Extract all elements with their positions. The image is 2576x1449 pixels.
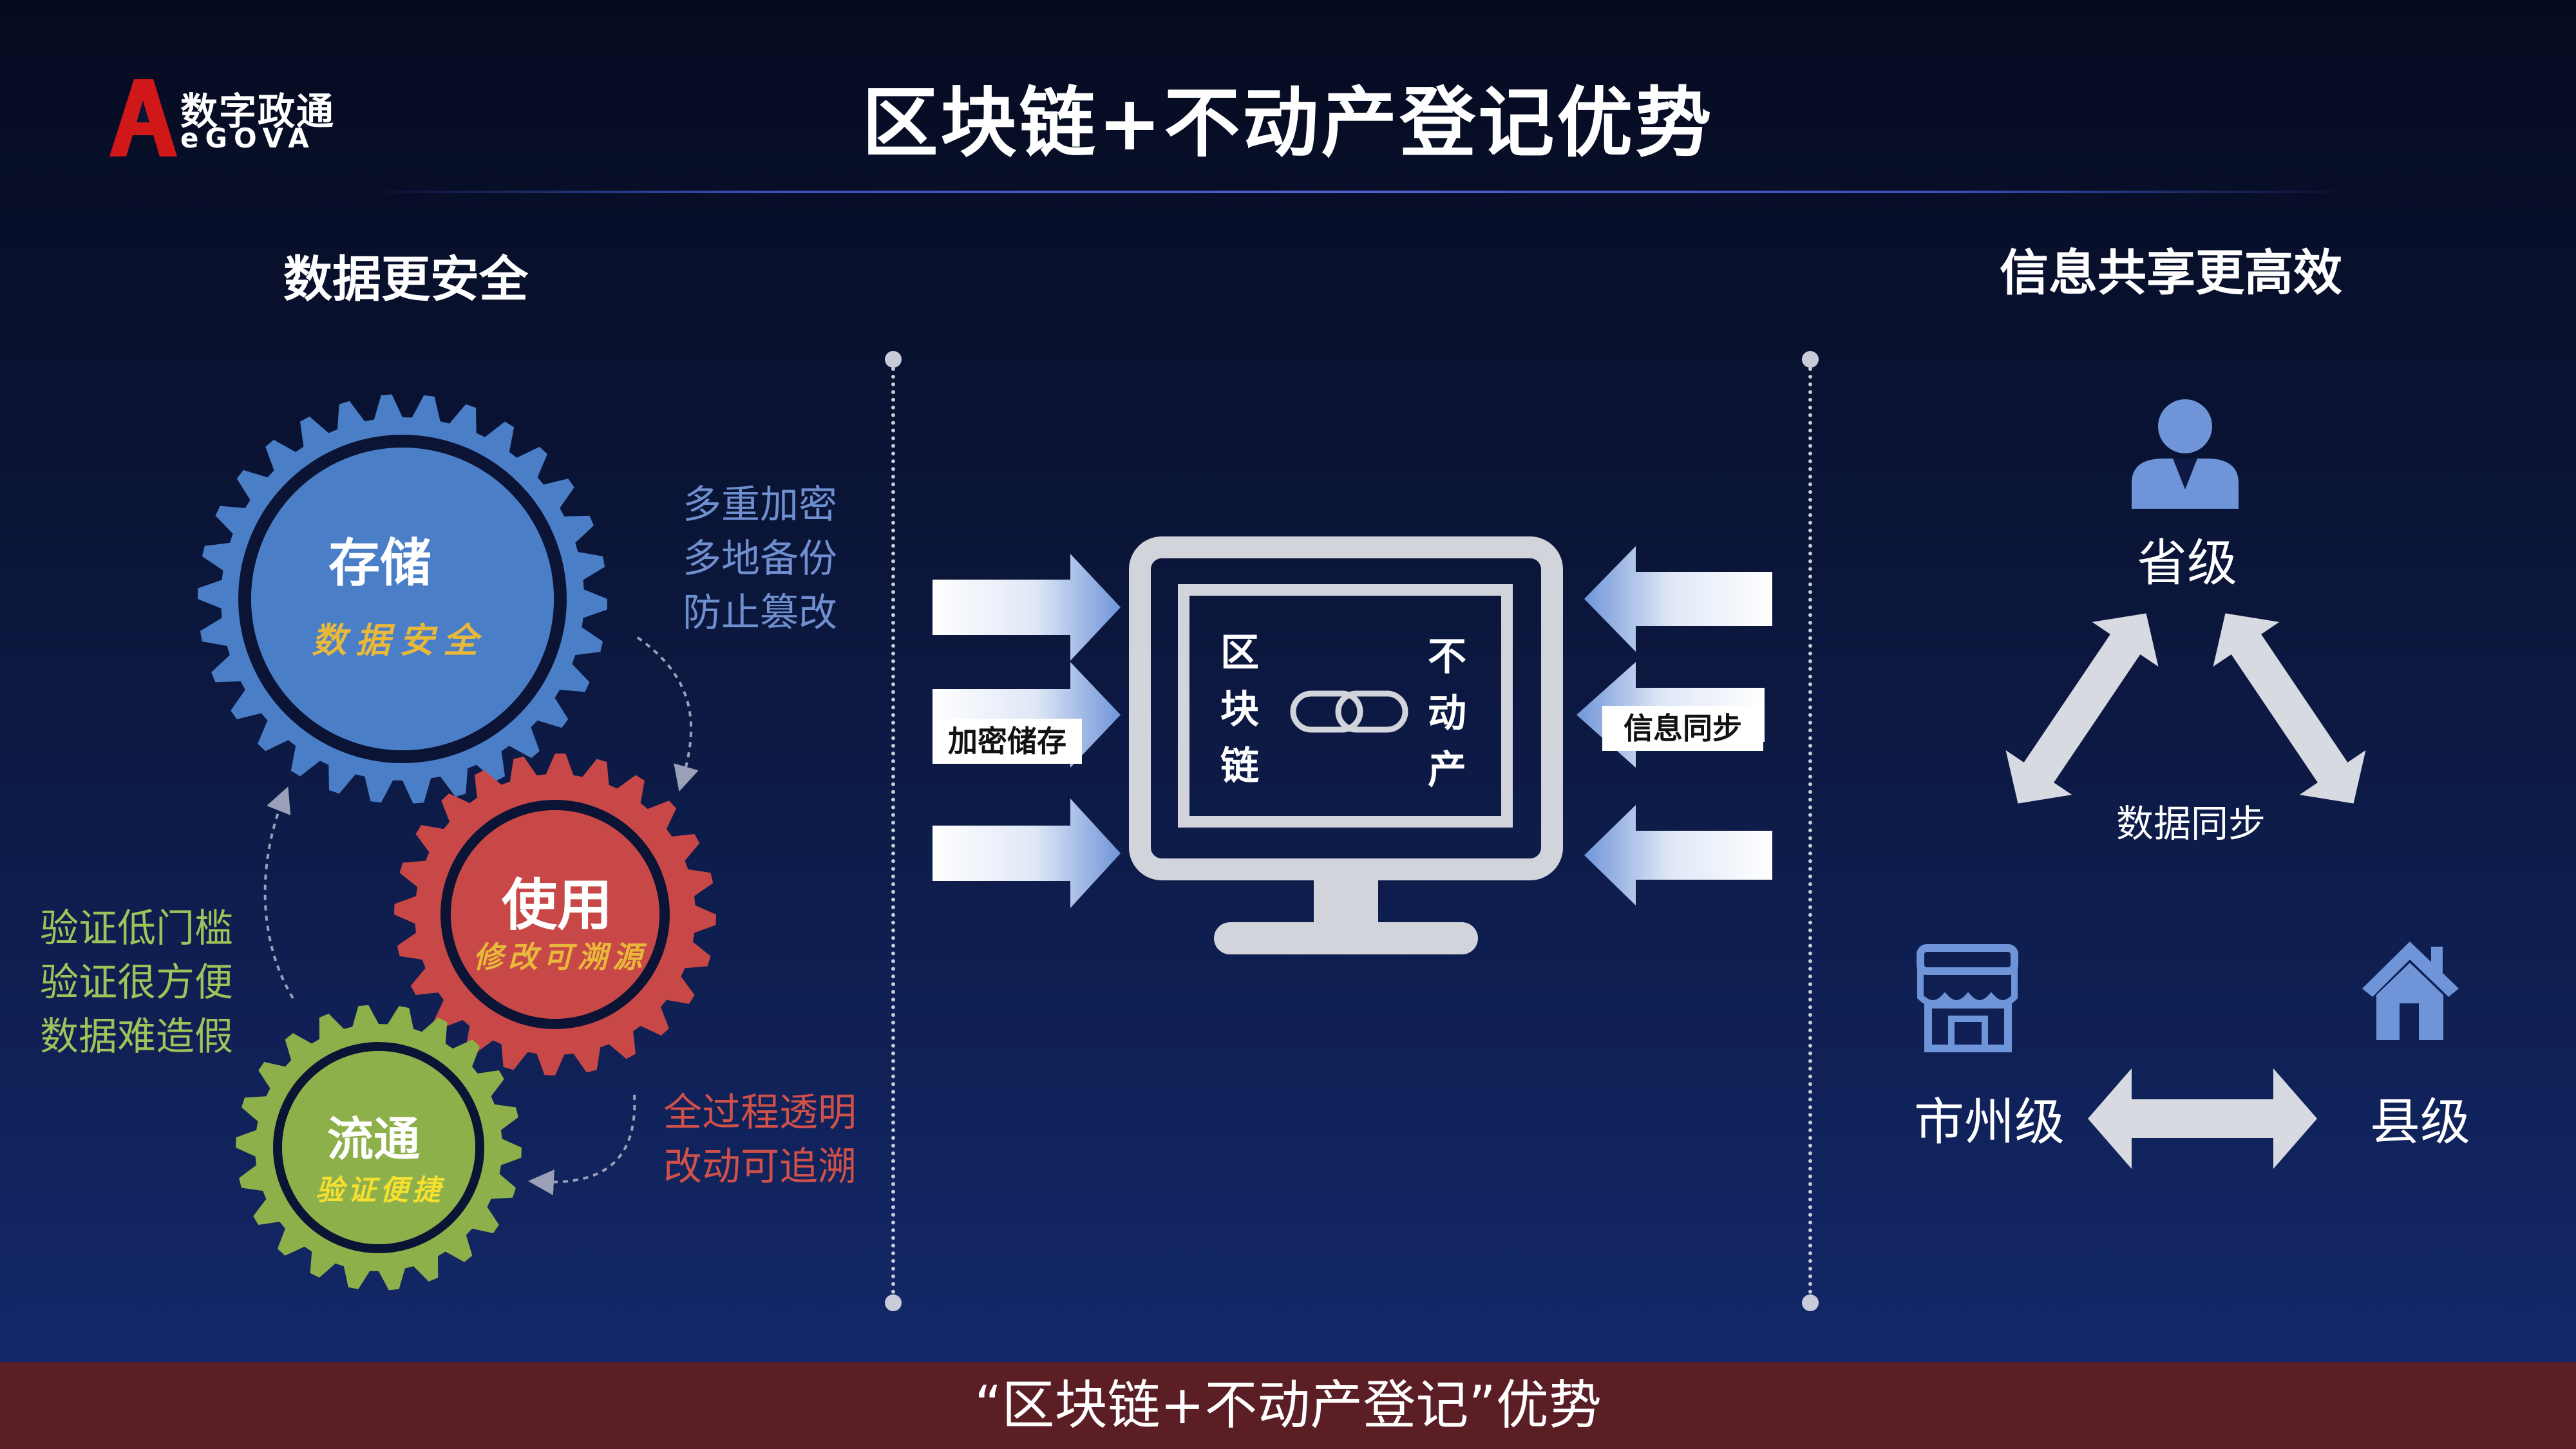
brand-logo: 数字政通 eGOVA [103,76,374,160]
char: 块 [1220,687,1259,732]
storefront-icon [1917,944,2018,1052]
cycle-arrow-left [263,786,294,999]
divider-right [1808,367,1812,1294]
note-line: 验证低门槛 [40,906,233,951]
storage-gear-icon [198,394,607,804]
char: 链 [1220,744,1259,789]
monitor-icon [1129,536,1563,954]
encrypt-storage-label: 加密储存 [933,719,1082,764]
page-title: 区块链+不动产登记优势 [862,79,1714,167]
note-line: 全过程透明 [663,1090,857,1135]
footer-banner: “区块链+不动产登记”优势 [0,1362,2576,1449]
cycle-arrow-right-bottom [528,1094,636,1195]
arrow-left-1 [1584,546,1772,652]
brand-name-cn: 数字政通 [180,90,336,133]
cycle-arrow-right-top [636,636,699,792]
person-icon [2132,399,2239,509]
arrow-left-3 [1584,805,1772,905]
arrow-right-1 [933,554,1121,661]
note-use: 全过程透明 改动可追溯 [663,1086,857,1194]
chain-link-icon [1290,690,1408,733]
gears-diagram [198,394,716,1291]
use-gear-title: 使用 [502,873,612,938]
divider-right-top-dot [1802,351,1819,368]
monitor-realestate-text: 不 动 产 [1425,629,1470,799]
divider-left [891,367,895,1294]
hierarchy-diagram [1917,399,2459,1169]
sync-arrows [2005,613,2366,1169]
divider-left-top-dot [885,351,902,368]
logo-a-icon [109,79,177,156]
note-line: 多重加密 [683,482,837,527]
char: 区 [1220,630,1259,676]
level-county: 县级 [2370,1094,2471,1151]
char: 产 [1428,748,1466,793]
note-line: 数据难造假 [40,1014,233,1059]
info-sync-label: 信息同步 [1602,706,1763,751]
use-gear-subtitle: 修改可溯源 [473,940,647,974]
note-flow: 验证低门槛 验证很方便 数据难造假 [40,902,233,1064]
storage-gear-title: 存储 [328,533,431,593]
brand-name-en: eGOVA [180,122,316,154]
center-diagram [933,536,1772,954]
char: 动 [1428,691,1466,736]
level-city: 市州级 [1914,1094,2065,1151]
house-icon [2362,942,2459,1040]
level-province: 省级 [2137,535,2238,592]
note-storage: 多重加密 多地备份 防止篡改 [683,478,837,640]
title-underline [361,191,2357,193]
note-line: 改动可追溯 [663,1144,857,1189]
right-section-heading: 信息共享更高效 [2000,244,2342,301]
char: 不 [1428,634,1466,679]
note-line: 验证很方便 [40,960,233,1005]
flow-gear-subtitle: 验证便捷 [316,1174,444,1207]
note-line: 多地备份 [683,536,837,582]
flow-gear-title: 流通 [327,1112,420,1166]
data-sync-label: 数据同步 [2116,802,2266,846]
note-line: 防止篡改 [683,591,837,636]
flow-gear-icon [236,1005,522,1291]
use-gear-icon [394,753,716,1075]
arrow-right-3 [933,799,1121,908]
monitor-blockchain-text: 区 块 链 [1217,625,1262,795]
divider-left-bottom-dot [885,1294,902,1311]
left-section-heading: 数据更安全 [283,251,528,308]
storage-gear-subtitle: 数据安全 [312,620,487,661]
divider-right-bottom-dot [1802,1294,1819,1311]
